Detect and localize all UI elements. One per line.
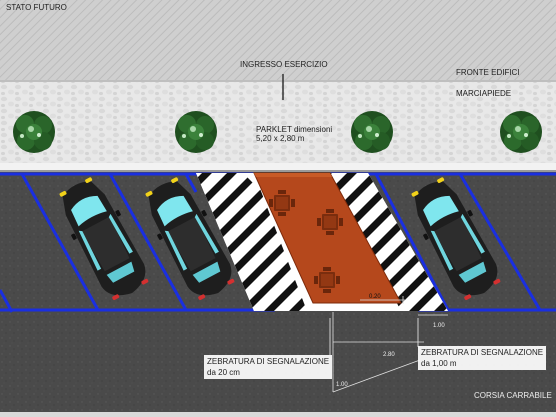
- parking-stall-lines: [0, 172, 556, 313]
- zebra-20cm-title: ZEBRATURA DI SEGNALAZIONE: [207, 357, 330, 366]
- zebra-20cm-sub: da 20 cm: [207, 368, 240, 377]
- tree-icon: [175, 111, 217, 153]
- tree-icon: [351, 111, 393, 153]
- corsia-carrabile-label: CORSIA CARRABILE: [474, 391, 552, 400]
- dimension-2-80: 2.80: [383, 352, 395, 358]
- zebra-20cm-callout: ZEBRATURA DI SEGNALAZIONE da 20 cm: [204, 355, 333, 379]
- parklet-dimension-callout: PARKLET dimensioni 5,20 x 2,80 m: [256, 125, 332, 143]
- zebra-100cm-title: ZEBRATURA DI SEGNALAZIONE: [421, 348, 544, 357]
- fronte-edifici-label: FRONTE EDIFICI: [456, 68, 520, 77]
- parklet-title: PARKLET dimensioni: [256, 125, 333, 134]
- pavement: [0, 80, 556, 166]
- ingresso-esercizio-label: INGRESSO ESERCIZIO: [240, 60, 328, 69]
- tree-icon: [500, 111, 542, 153]
- dimension-0-20: 0.20: [369, 294, 381, 300]
- leader-lines: [329, 318, 419, 355]
- zebra-100cm-callout: ZEBRATURA DI SEGNALAZIONE da 1,00 m: [418, 346, 547, 370]
- building-strip: [0, 0, 556, 80]
- dimension-1-00-bottom: 1.00: [336, 382, 348, 388]
- curb: [0, 163, 556, 171]
- marciapiede-label: MARCIAPIEDE: [456, 89, 512, 98]
- stato-futuro-label: STATO FUTURO: [6, 3, 67, 12]
- parklet-size: 5,20 x 2,80 m: [256, 134, 305, 143]
- zebra-100cm-sub: da 1,00 m: [421, 359, 457, 368]
- tree-icon: [13, 111, 55, 153]
- dimension-lines: [332, 296, 448, 393]
- dimension-1-00-right: 1.00: [433, 323, 445, 329]
